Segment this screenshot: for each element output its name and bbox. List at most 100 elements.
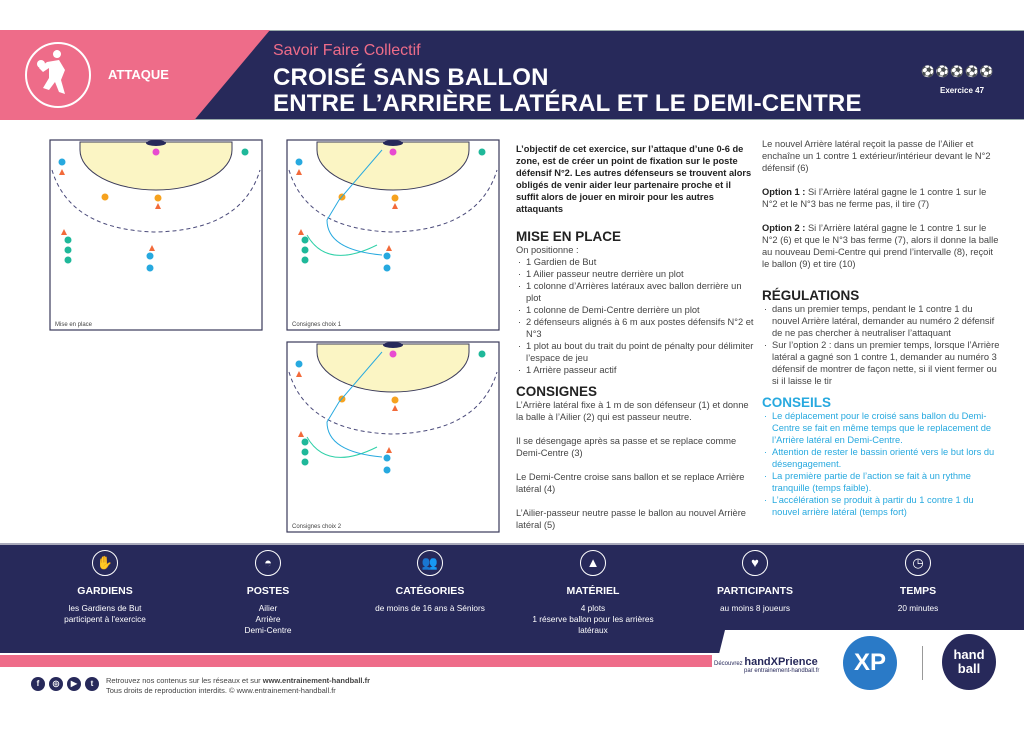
player-marker <box>383 454 391 462</box>
youtube-icon[interactable]: ▶ <box>67 677 81 691</box>
player-marker <box>301 236 309 244</box>
player-marker <box>383 466 391 474</box>
option-1: Option 1 : Si l’Arrière latéral gagne le… <box>762 186 1002 210</box>
clock-icon: ◷ <box>905 550 931 576</box>
player-marker <box>58 158 66 166</box>
twitter-icon[interactable]: t <box>85 677 99 691</box>
footer-text: Retrouvez nos contenus sur les réseaux e… <box>106 676 370 696</box>
list-item: 1 Ailier passeur neutre derrière un plot <box>516 268 756 280</box>
cone-marker <box>296 169 302 175</box>
info-value: 20 minutes <box>897 603 939 613</box>
court-label: Consignes choix 2 <box>292 524 342 530</box>
player-marker <box>64 246 72 254</box>
copyright: Tous droits de reproduction interdits. ©… <box>106 686 336 695</box>
cone-marker <box>386 447 392 453</box>
player-marker <box>101 193 109 201</box>
info-label: PARTICIPANTS <box>716 585 794 597</box>
player-marker <box>146 264 154 272</box>
consigne-text: Il se désengage après sa passe et se rep… <box>516 436 737 458</box>
xp-logo[interactable]: XP <box>843 636 897 690</box>
footer-line1: Retrouvez nos contenus sur les réseaux e… <box>106 676 263 685</box>
option-2-label: Option 2 : <box>762 223 806 233</box>
player-marker <box>391 396 399 404</box>
info-label: CATÉGORIES <box>395 585 465 597</box>
player-marker <box>301 458 309 466</box>
player-marker <box>478 148 486 156</box>
discover-text: Découvrez <box>714 661 745 667</box>
exercise-number: Exercice 47 <box>940 86 985 95</box>
conseils-list: Le déplacement pour le croisé sans ballo… <box>762 410 1002 518</box>
cone-marker <box>155 203 161 209</box>
difficulty-balls-icon: ⚽⚽⚽⚽⚽ <box>921 66 995 78</box>
option-1-text: Si l’Arrière latéral gagne le 1 contre 1… <box>762 187 987 209</box>
list-item: 1 plot au bout du trait du point de péna… <box>516 340 756 364</box>
movement-arrow <box>306 436 378 458</box>
categories-icon: 👥 <box>417 550 443 576</box>
player-marker <box>301 438 309 446</box>
logo-divider <box>922 646 923 680</box>
list-item: Sur l’option 2 : dans un premier temps, … <box>762 339 1002 387</box>
cone-marker <box>61 229 67 235</box>
court-label: Consignes choix 1 <box>292 322 342 328</box>
info-label: MATÉRIEL <box>566 585 620 597</box>
mise-en-place-list: 1 Gardien de But1 Ailier passeur neutre … <box>516 256 756 376</box>
player-marker <box>152 148 160 156</box>
player-marker <box>478 350 486 358</box>
list-item: dans un premier temps, pendant le 1 cont… <box>762 303 1002 339</box>
cone-marker <box>386 245 392 251</box>
list-item: 1 Arrière passeur actif <box>516 364 756 376</box>
mise-en-place-heading: MISE EN PLACE <box>516 229 622 244</box>
facebook-icon[interactable]: f <box>31 677 45 691</box>
consignes-heading: CONSIGNES <box>516 384 598 399</box>
cone-marker <box>298 431 304 437</box>
intro-text: L’objectif de cet exercice, sur l’attaqu… <box>516 144 752 214</box>
list-item: Attention de rester le bassin orienté ve… <box>762 446 1002 470</box>
consigne-text: Le nouvel Arrière latéral reçoit la pass… <box>762 139 991 173</box>
category-label: ATTAQUE <box>108 67 169 82</box>
text-column-1: L’objectif de cet exercice, sur l’attaqu… <box>516 143 756 543</box>
info-value: au moins 8 joueurs <box>719 603 791 613</box>
goalkeeper-icon: ✋ <box>92 550 118 576</box>
participants-icon: ♥ <box>742 550 768 576</box>
cone-marker <box>392 405 398 411</box>
movement-arrow <box>306 234 378 256</box>
movement-arrow <box>326 149 383 256</box>
subtitle: Savoir Faire Collectif <box>273 42 421 59</box>
list-item: Le déplacement pour le croisé sans ballo… <box>762 410 1002 446</box>
court-diagram: Mise en place <box>49 139 263 331</box>
info-label: GARDIENS <box>77 585 133 597</box>
site-link[interactable]: www.entrainement-handball.fr <box>262 676 370 685</box>
list-item: L’accélération se produit à partir du 1 … <box>762 494 1002 518</box>
player-marker <box>383 252 391 260</box>
attack-player-icon <box>25 42 91 108</box>
option-1-label: Option 1 : <box>762 187 806 197</box>
footer-info-participants: ♥ PARTICIPANTS au moins 8 joueurs <box>680 550 830 614</box>
consigne-text: L’Arrière latéral fixe à 1 m de son défe… <box>516 400 749 422</box>
player-marker <box>389 148 397 156</box>
player-marker <box>295 360 303 368</box>
list-item: La première partie de l’action se fait à… <box>762 470 1002 494</box>
cone-marker <box>392 203 398 209</box>
instagram-icon[interactable]: ◎ <box>49 677 63 691</box>
page-title-line1: CROISÉ SANS BALLON <box>273 64 549 91</box>
player-marker <box>301 246 309 254</box>
option-2-text: Si l’Arrière latéral gagne le 1 contre 1… <box>762 223 999 269</box>
court-diagram: Consignes choix 2 <box>286 341 500 533</box>
cone-marker <box>298 229 304 235</box>
info-label: POSTES <box>246 585 290 597</box>
movement-arrow <box>326 351 383 458</box>
list-item: 1 Gardien de But <box>516 256 756 268</box>
page-title-line2: ENTRE L’ARRIÈRE LATÉRAL ET LE DEMI-CENTR… <box>273 90 862 117</box>
footer-pink-bar <box>0 655 712 667</box>
list-item: 1 colonne d’Arrières latéraux avec ballo… <box>516 280 756 304</box>
player-marker <box>383 264 391 272</box>
player-marker <box>301 256 309 264</box>
brand-text: handXPrience <box>744 656 818 668</box>
player-marker <box>389 350 397 358</box>
